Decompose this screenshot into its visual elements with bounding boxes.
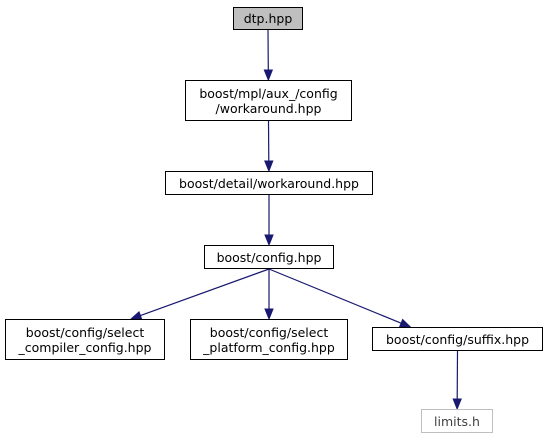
node-dtp-hpp[interactable]: dtp.hpp [233, 7, 303, 30]
arrowhead-detwork-to-config [264, 234, 274, 247]
arrowhead-mplwork-to-detwork [264, 160, 274, 173]
node-select-compiler-config-hpp[interactable]: boost/config/select _compiler_config.hpp [5, 319, 165, 360]
arrowhead-config-to-suffix [398, 318, 412, 328]
node-label-line-2: _platform_config.hpp [203, 339, 335, 355]
node-label: limits.h [434, 413, 480, 429]
edge-config-to-selcomp [140, 268, 270, 317]
arrowhead-suffix-to-limits [452, 398, 462, 411]
node-detail-workaround-hpp[interactable]: boost/detail/workaround.hpp [165, 171, 373, 195]
edge-config-to-suffix [268, 268, 402, 324]
node-label-line-1: boost/config/select [209, 324, 329, 340]
node-label: dtp.hpp [243, 11, 293, 26]
node-config-hpp[interactable]: boost/config.hpp [204, 245, 334, 269]
node-config-suffix-hpp[interactable]: boost/config/suffix.hpp [372, 327, 543, 351]
node-select-platform-config-hpp[interactable]: boost/config/select _platform_config.hpp [190, 319, 348, 360]
node-label: boost/config/suffix.hpp [386, 331, 529, 347]
node-limits-h[interactable]: limits.h [421, 409, 493, 433]
node-label: boost/config.hpp [216, 249, 322, 265]
arrowhead-dtp-to-mplwork [263, 69, 274, 82]
node-label-line-2: _compiler_config.hpp [18, 339, 152, 355]
node-mpl-aux-config-workaround-hpp[interactable]: boost/mpl/aux_/config /workaround.hpp [185, 80, 352, 121]
node-label-line-1: boost/config/select [25, 324, 145, 340]
node-label-line-1: boost/mpl/aux_/config [199, 85, 338, 101]
arrowhead-config-to-selplat [264, 308, 274, 321]
node-label: boost/detail/workaround.hpp [179, 175, 359, 191]
node-label-line-2: /workaround.hpp [215, 100, 322, 116]
